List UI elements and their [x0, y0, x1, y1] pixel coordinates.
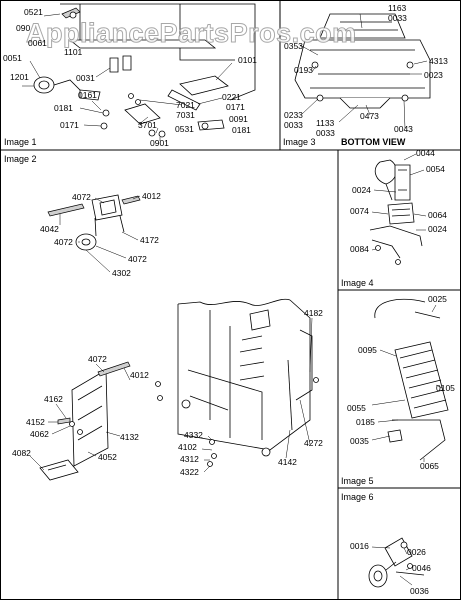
part-label: 0353 — [284, 41, 303, 51]
part-label: 0064 — [428, 210, 447, 220]
part-label: 4172 — [140, 235, 159, 245]
part-label: 0016 — [350, 541, 369, 551]
part-label: 0025 — [428, 294, 447, 304]
part-label: 4313 — [429, 56, 448, 66]
part-label: 0055 — [347, 403, 366, 413]
subcaption-bottom-view: BOTTOM VIEW — [341, 137, 406, 147]
part-label: 4072 — [88, 354, 107, 364]
part-labels: 0521 090 0061 1101 0051 1201 0031 0161 0… — [3, 3, 455, 596]
part-label: 0233 — [284, 110, 303, 120]
caption-image-3: Image 3 — [283, 137, 316, 147]
caption-image-1: Image 1 — [4, 137, 37, 147]
caption-image-6: Image 6 — [341, 492, 374, 502]
part-label: 0221 — [222, 92, 241, 102]
part-label: 4062 — [30, 429, 49, 439]
part-label: 0046 — [412, 563, 431, 573]
part-label: 0033 — [388, 13, 407, 23]
part-label: 0101 — [238, 55, 257, 65]
image-3-drawing — [294, 13, 431, 129]
part-label: 1101 — [64, 47, 83, 57]
part-label: 090 — [16, 23, 30, 33]
part-label: 4152 — [26, 417, 45, 427]
part-label: 0023 — [424, 70, 443, 80]
part-label: 4052 — [98, 452, 117, 462]
part-label: 0185 — [356, 417, 375, 427]
part-label: 4322 — [180, 467, 199, 477]
panel-captions: Image 1 Image 2 Image 3 BOTTOM VIEW Imag… — [4, 137, 406, 502]
part-label: 0051 — [3, 53, 22, 63]
image-5-drawing — [371, 299, 449, 462]
part-label: 0031 — [76, 73, 95, 83]
part-label: 0054 — [426, 164, 445, 174]
part-label: 7031 — [176, 110, 195, 120]
part-label: 7021 — [176, 100, 195, 110]
part-label: 0061 — [28, 38, 47, 48]
part-label: 1133 — [316, 118, 335, 128]
part-label: 4132 — [120, 432, 139, 442]
part-label: 0171 — [226, 102, 245, 112]
part-label: 3701 — [138, 120, 157, 130]
part-label: 4302 — [112, 268, 131, 278]
part-label: 0084 — [350, 244, 369, 254]
part-label: 0033 — [316, 128, 335, 138]
image-2-drawing — [47, 194, 141, 273]
image-1-drawing — [22, 3, 256, 141]
part-label: 1163 — [388, 3, 407, 13]
part-label: 4332 — [184, 430, 203, 440]
caption-image-2: Image 2 — [4, 154, 37, 164]
part-label: 0105 — [436, 383, 455, 393]
part-label: 0531 — [175, 124, 194, 134]
part-label: 0024 — [428, 224, 447, 234]
part-label: 0043 — [394, 124, 413, 134]
part-label: 1201 — [10, 72, 29, 82]
part-label: 4272 — [304, 438, 323, 448]
part-label: 0901 — [150, 138, 169, 148]
part-label: 4162 — [44, 394, 63, 404]
part-label: 0181 — [232, 125, 251, 135]
image-4-drawing — [369, 153, 427, 265]
part-label: 4182 — [304, 308, 323, 318]
part-label: 0171 — [60, 120, 79, 130]
part-label: 0024 — [352, 185, 371, 195]
part-label: 0473 — [360, 111, 379, 121]
part-label: 0521 — [24, 7, 43, 17]
caption-image-4: Image 4 — [341, 278, 374, 288]
cabinet-drawing — [29, 298, 319, 481]
caption-image-5: Image 5 — [341, 476, 374, 486]
part-label: 0095 — [358, 345, 377, 355]
part-label: 4142 — [278, 457, 297, 467]
part-label: 0193 — [294, 65, 313, 75]
part-label: 0161 — [78, 90, 97, 100]
part-label: 0035 — [350, 436, 369, 446]
part-label: 0181 — [54, 103, 73, 113]
part-label: 4312 — [180, 454, 199, 464]
part-label: 0074 — [350, 206, 369, 216]
part-label: 0026 — [407, 547, 426, 557]
part-label: 0033 — [284, 120, 303, 130]
part-label: 4072 — [128, 254, 147, 264]
image-6-drawing — [368, 537, 425, 588]
part-label: 4102 — [178, 442, 197, 452]
part-label: 4012 — [130, 370, 149, 380]
part-label: 0091 — [229, 114, 248, 124]
part-label: 0065 — [420, 461, 439, 471]
part-label: 0044 — [416, 148, 435, 158]
part-label: 0036 — [410, 586, 429, 596]
part-label: 4042 — [40, 224, 59, 234]
part-label: 4072 — [54, 237, 73, 247]
part-label: 4082 — [12, 448, 31, 458]
part-label: 4072 — [72, 192, 91, 202]
watermark-text: AppliancePartsPros.com — [26, 18, 357, 48]
part-label: 4012 — [142, 191, 161, 201]
